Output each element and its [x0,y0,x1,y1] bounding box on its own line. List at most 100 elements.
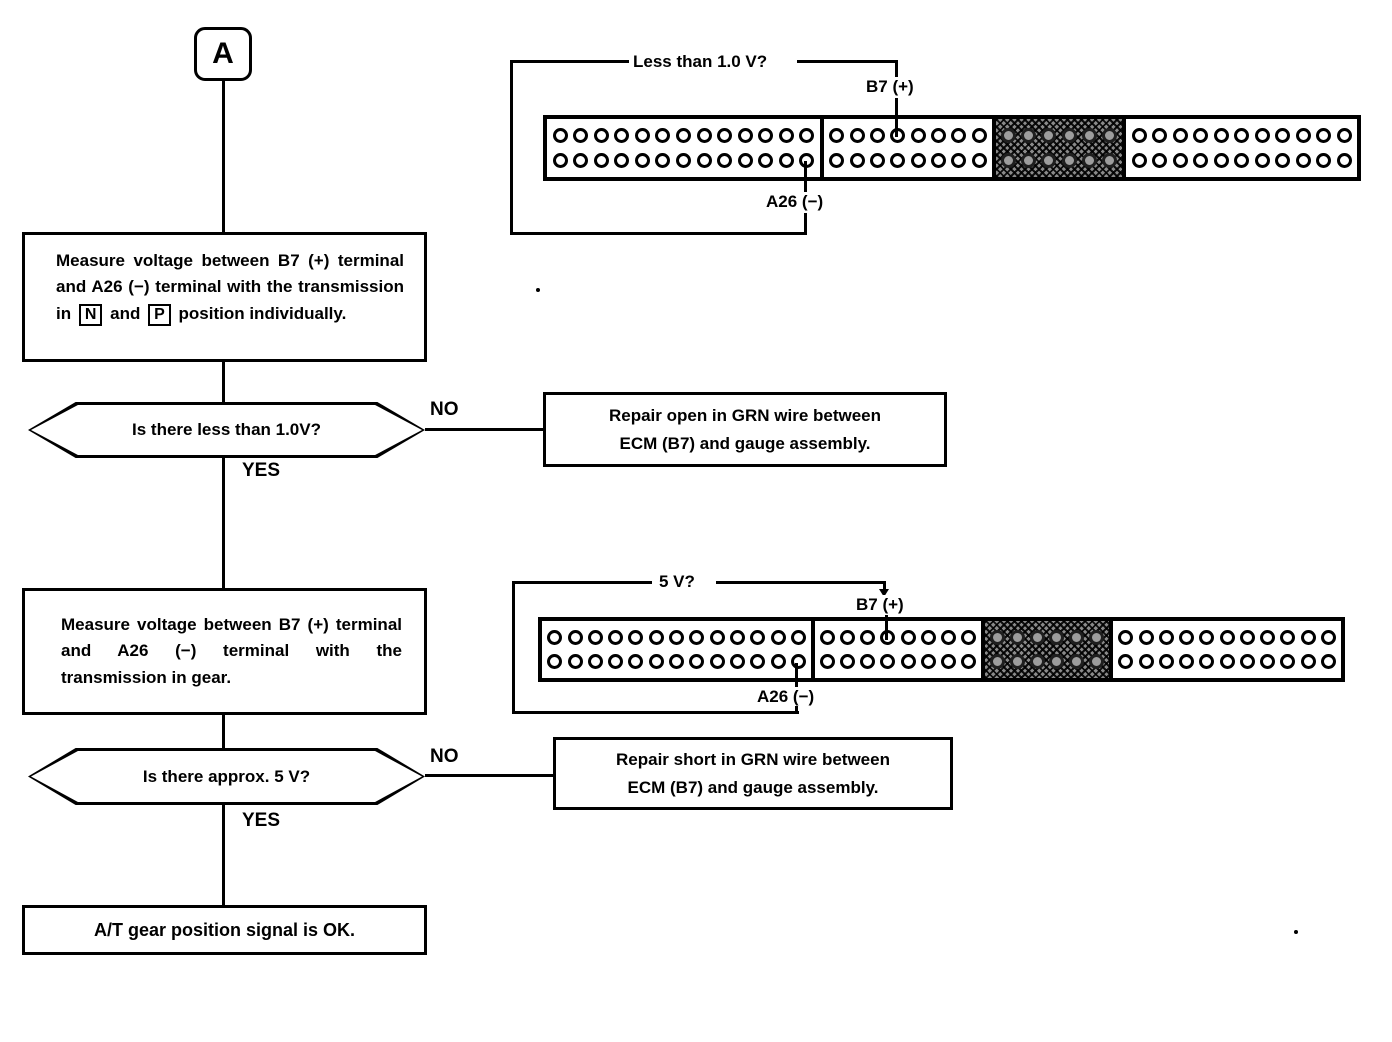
result-text: A/T gear position signal is OK. [93,919,356,940]
terminal-pin [729,630,745,645]
terminal-pin [1172,152,1188,168]
flow-line-step2-to-decision2 [222,715,225,748]
terminal-pin [1021,152,1037,168]
flow-entry-terminal: A [194,27,252,81]
terminal-pin [1320,654,1336,669]
flow-line-decision1-to-step2 [222,458,225,588]
terminal-pin [1219,654,1235,669]
terminal-pin [869,152,885,168]
terminal-pin [790,630,806,645]
pin-row [996,152,1122,168]
terminal-pin [1295,152,1311,168]
pin-row [547,128,820,144]
terminal-pin [1089,654,1105,669]
repair-open-line1: Repair open in GRN wire between [608,406,882,426]
terminal-pin [709,630,725,645]
terminal-pin [1280,630,1296,645]
terminal-pin [1138,654,1154,669]
terminal-pin [1049,630,1065,645]
terminal-pin [547,630,563,645]
terminal-pin [829,128,845,144]
decision2-no-label: NO [430,746,459,767]
terminal-pin [614,152,630,168]
connector-section [542,621,812,678]
pin-row [985,630,1109,645]
terminal-pin [1260,630,1276,645]
terminal-pin [1061,152,1077,168]
terminal-pin [648,654,664,669]
decision2-no-line [425,774,553,777]
decision1-no-label: NO [430,399,459,420]
terminal-pin [573,128,589,144]
decision2-hexagon: Is there approx. 5 V? [28,748,425,805]
terminal-pin [1316,128,1331,144]
connector-section [1109,621,1341,678]
ecm-connector-diagram-2 [538,617,1345,682]
terminal-pin [1001,128,1017,144]
terminal-pin [628,654,644,669]
connector2-a26-label: A26 (−) [755,687,817,707]
terminal-pin [900,654,916,669]
terminal-pin [669,654,685,669]
terminal-pin [930,152,946,168]
connector-section [811,621,981,678]
terminal-pin [849,128,865,144]
pin-row [1113,630,1341,645]
terminal-pin [1131,128,1147,144]
terminal-pin [770,654,786,669]
connector2-left-bracket [512,581,515,714]
repair-open-box: Repair open in GRN wire between ECM (B7)… [543,392,947,467]
terminal-pin [1009,630,1025,645]
step2-text: Measure voltage between B7 (+) terminal … [61,615,402,687]
connector1-bottom-bracket [510,232,807,235]
terminal-pin [1336,128,1352,144]
connector1-a26-pointer [804,161,807,194]
terminal-pin [1069,630,1085,645]
terminal-pin [1158,630,1174,645]
terminal-pin [1336,152,1352,168]
gear-position-n-box: N [78,303,103,327]
step1-text: Measure voltage between B7 (+) terminal … [56,251,404,323]
terminal-pin [1239,630,1255,645]
terminal-pin [840,654,856,669]
terminal-pin [628,630,644,645]
connector-section [547,119,820,177]
terminal-pin [860,654,876,669]
terminal-pin [1101,152,1117,168]
terminal-pin [689,630,705,645]
connector1-left-bracket [510,60,513,235]
terminal-pin [770,630,786,645]
terminal-pin [910,152,926,168]
terminal-pin [960,630,976,645]
terminal-pin [1138,630,1154,645]
pin-row [542,630,811,645]
terminal-pin [1260,654,1276,669]
terminal-pin [717,128,733,144]
terminal-pin [910,128,926,144]
terminal-pin [1158,654,1174,669]
pin-row [985,654,1109,669]
terminal-pin [1275,128,1290,144]
connector-section [820,119,992,177]
pin-row [542,654,811,669]
terminal-pin [1179,630,1195,645]
terminal-pin [587,630,603,645]
terminal-pin [1300,630,1316,645]
flow-entry-label: A [212,37,234,70]
pin-row [547,152,820,168]
terminal-pin [989,630,1005,645]
pin-row [1126,128,1357,144]
terminal-pin [1131,152,1147,168]
decision2-yes-label: YES [242,810,281,831]
terminal-pin [1101,128,1117,144]
decision2-question: Is there approx. 5 V? [31,751,422,802]
connector-section-hatched [980,621,1110,678]
terminal-pin [1320,630,1336,645]
terminal-pin [1254,152,1270,168]
connector2-label-right-lead [716,581,886,584]
terminal-pin [840,630,856,645]
terminal-pin [849,152,865,168]
terminal-pin [940,630,956,645]
terminal-pin [1069,654,1085,669]
